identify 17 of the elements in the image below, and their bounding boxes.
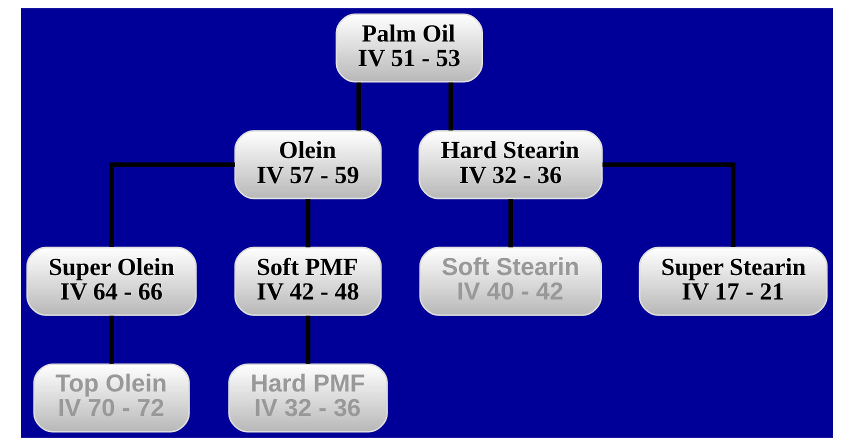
connector <box>448 82 454 131</box>
node-box: Hard PMF IV 32 - 36 <box>228 363 388 433</box>
node-box: Soft PMF IV 42 - 48 <box>234 246 382 316</box>
node-box: Hard Stearin IV 32 - 36 <box>418 130 603 200</box>
connector <box>356 82 361 131</box>
node-box: Palm Oil IV 51 - 53 <box>336 13 484 83</box>
node-box: Soft Stearin IV 40 - 42 <box>419 246 602 316</box>
node-box: Top Olein IV 70 - 72 <box>33 363 190 433</box>
connector <box>109 316 114 364</box>
node-box: Olein IV 57 - 59 <box>234 130 382 200</box>
connector <box>508 199 513 248</box>
node-box: Super Stearin IV 17 - 21 <box>638 246 828 316</box>
connector <box>602 162 736 247</box>
node-box: Super Olein IV 64 - 66 <box>26 246 197 316</box>
connector <box>306 316 310 364</box>
connector <box>306 199 310 248</box>
connector <box>109 162 235 247</box>
